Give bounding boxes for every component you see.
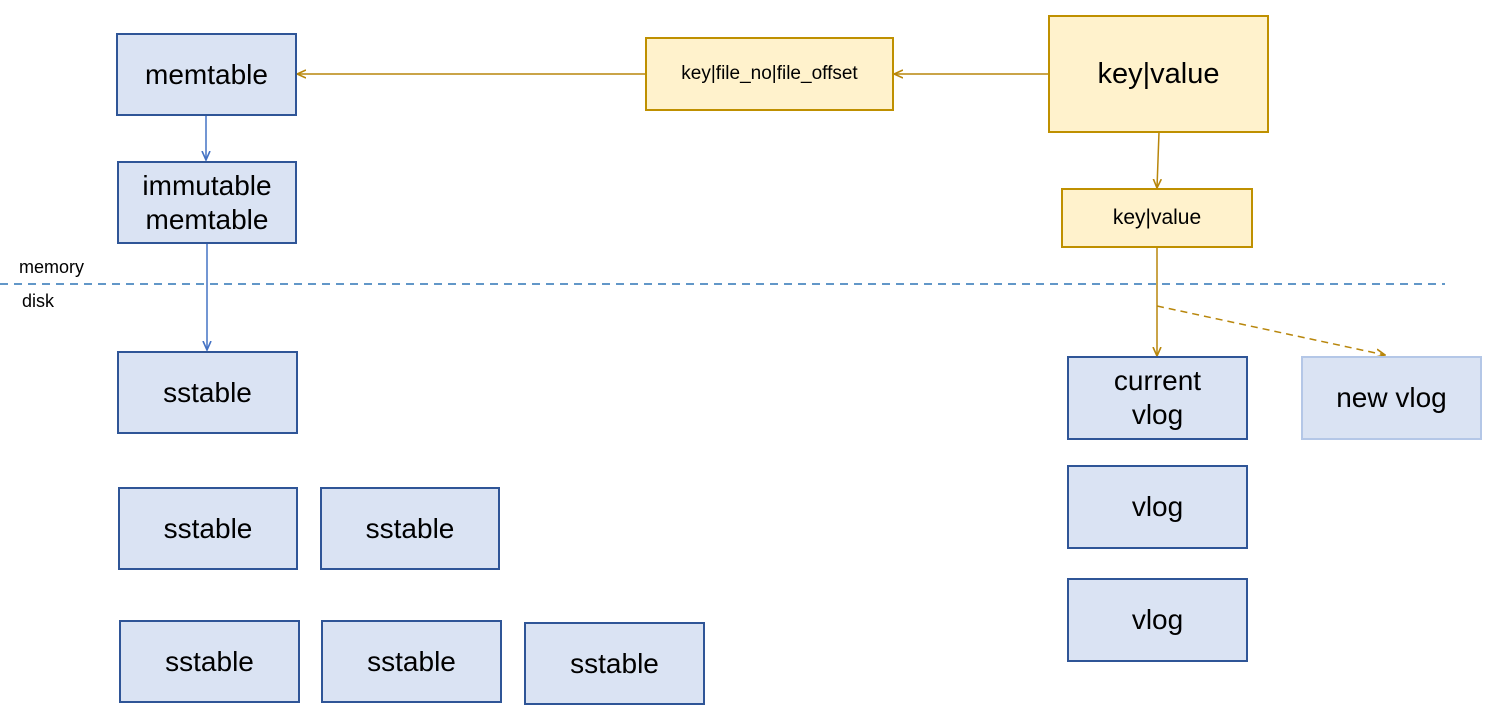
key-index-box: key|file_no|file_offset <box>645 37 894 111</box>
vlog-label: vlog <box>1131 604 1184 636</box>
immutable-memtable-box: immutable memtable <box>117 161 297 244</box>
new-vlog-box: new vlog <box>1301 356 1482 440</box>
memtable-label: memtable <box>145 58 268 90</box>
sstable-level0: sstable <box>117 351 298 434</box>
arrow-small-kv-to-new-vlog-dashed <box>1156 305 1385 355</box>
sstable-label: sstable <box>163 376 252 408</box>
current-vlog-box: current vlog <box>1067 356 1248 440</box>
current-vlog-label-line2: vlog <box>1131 399 1184 430</box>
sstable-level1-a: sstable <box>118 487 298 570</box>
arrow-kv-to-small-kv <box>1157 131 1159 188</box>
immutable-memtable-label-line2: memtable <box>145 203 269 235</box>
sstable-level2-c: sstable <box>524 622 705 705</box>
key-value-box-large: key|value <box>1048 15 1269 133</box>
key-value-large-label: key|value <box>1097 57 1220 90</box>
sstable-level1-b: sstable <box>320 487 500 570</box>
disk-label: disk <box>22 291 55 311</box>
sstable-level2-a: sstable <box>119 620 300 703</box>
sstable-label: sstable <box>570 647 659 679</box>
new-vlog-label: new vlog <box>1336 382 1447 414</box>
key-value-box-small: key|value <box>1061 188 1253 248</box>
vlog-box-1: vlog <box>1067 465 1248 549</box>
sstable-level2-b: sstable <box>321 620 502 703</box>
sstable-label: sstable <box>367 645 456 677</box>
current-vlog-label-line1: current <box>1113 365 1202 397</box>
memtable-box: memtable <box>116 33 297 116</box>
immutable-memtable-label-line1: immutable <box>142 169 272 201</box>
key-value-small-label: key|value <box>1112 206 1202 230</box>
vlog-label: vlog <box>1131 491 1184 523</box>
memory-label: memory <box>19 257 85 277</box>
sstable-label: sstable <box>163 512 253 544</box>
vlog-box-2: vlog <box>1067 578 1248 662</box>
sstable-label: sstable <box>165 645 254 677</box>
key-index-label: key|file_no|file_offset <box>681 62 858 84</box>
sstable-label: sstable <box>365 512 455 544</box>
